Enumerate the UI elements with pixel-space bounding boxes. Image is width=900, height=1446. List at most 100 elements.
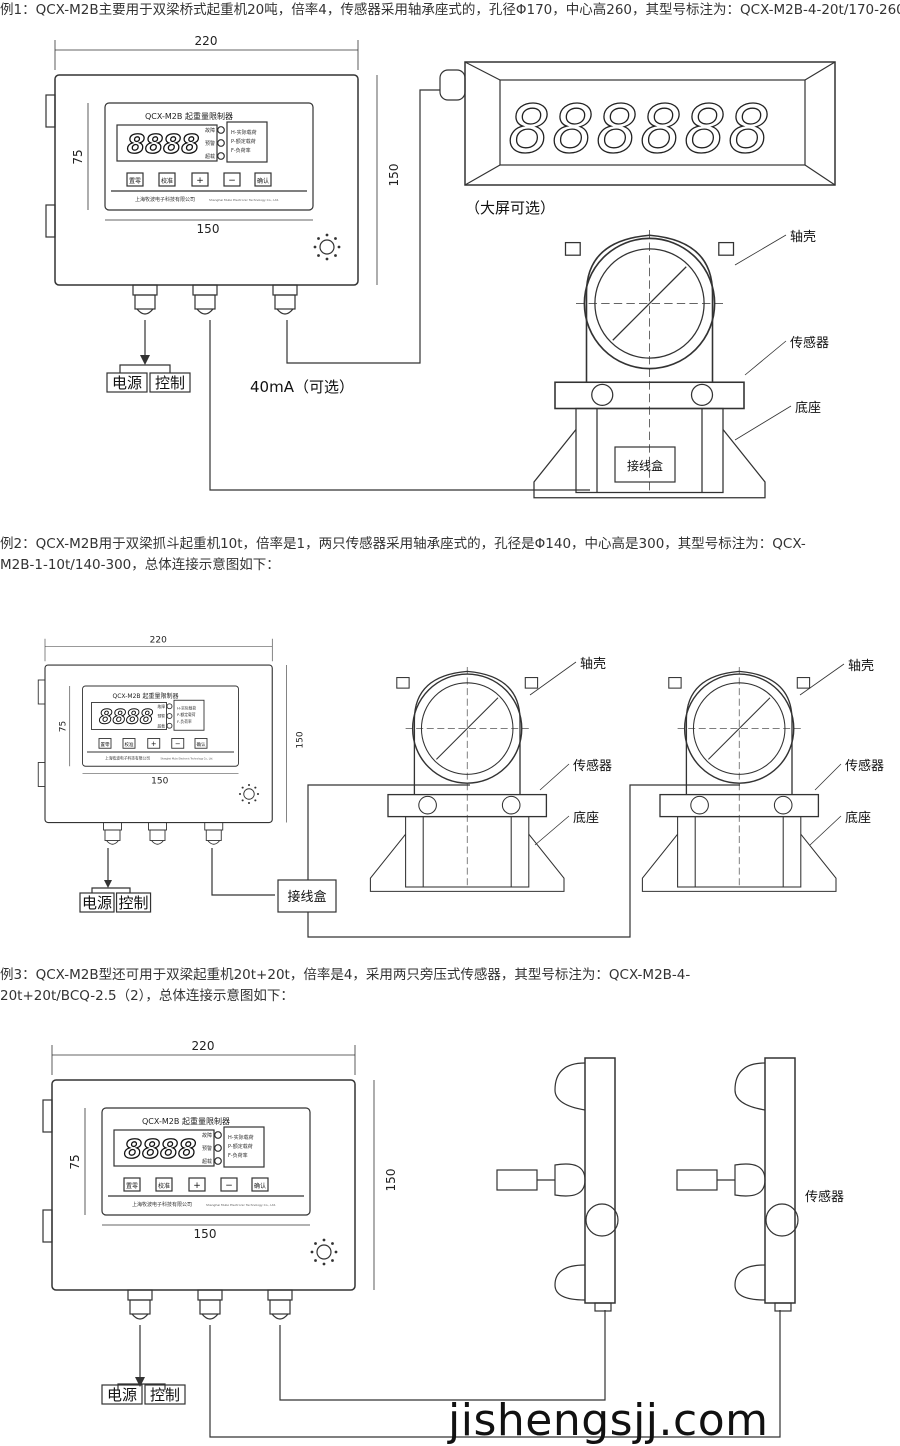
led-indicator: [217, 139, 225, 147]
cable-gland-end: [136, 308, 154, 315]
sensor-pin: [585, 1203, 619, 1237]
panel-button-label: 置零: [101, 742, 110, 748]
panel-outline: [82, 685, 239, 767]
sensor-pin: [690, 795, 709, 815]
sensor-hook: [554, 1062, 586, 1111]
panel-button-4[interactable]: [254, 172, 272, 187]
base-stand: [405, 816, 530, 888]
sensor-body: [764, 1057, 796, 1304]
sensor-pin: [690, 383, 714, 406]
buzzer-dot: [317, 254, 320, 257]
base-label: 底座: [573, 810, 599, 826]
power-label: 电源: [82, 894, 112, 912]
product-name: 起重量限制器: [143, 692, 179, 700]
led-label: 预警: [205, 140, 215, 147]
panel-button-2[interactable]: [191, 172, 209, 187]
bolt-head: [564, 241, 581, 256]
sensor-label: 传感器: [790, 335, 829, 351]
panel-button-2[interactable]: [188, 1177, 206, 1192]
mounting-tab: [37, 762, 46, 787]
buzzer-dot: [314, 1242, 317, 1245]
buzzer-dot: [334, 254, 337, 257]
panel-button-0[interactable]: [126, 172, 144, 187]
dim-panel-height: 75: [58, 721, 68, 732]
signal-wire: [307, 784, 470, 880]
leader-line: [799, 663, 845, 696]
dim-height: 150: [387, 164, 401, 187]
frame-bevel: [464, 61, 836, 186]
base-feet: [533, 429, 766, 499]
sensor-body: [584, 1057, 616, 1304]
bolt-head: [718, 241, 735, 256]
signal-wire: [286, 89, 440, 364]
cable-gland-nut: [199, 1299, 221, 1315]
current-option: 40mA（可选）: [250, 378, 354, 396]
company-en: Shanghai Mubo Electronic Technology Co.,…: [206, 1203, 276, 1207]
led-label: 预警: [202, 1145, 212, 1152]
bolt-head: [796, 677, 811, 689]
cable-gland-nut: [129, 1299, 151, 1315]
panel-button-3[interactable]: [223, 172, 241, 187]
panel-button-0[interactable]: [123, 1177, 141, 1192]
buzzer-dot: [247, 801, 251, 805]
buzzer-dot: [331, 1259, 334, 1262]
arrow-icon: [140, 355, 150, 365]
panel-button-1[interactable]: [122, 738, 136, 749]
buzzer-dot: [313, 245, 317, 249]
cable-gland-nut: [269, 1299, 291, 1315]
pressure-bolt: [676, 1169, 718, 1191]
sensor-pin: [501, 795, 521, 815]
panel-button-1[interactable]: [155, 1177, 173, 1192]
led-indicator: [166, 722, 173, 729]
panel-button-4[interactable]: [194, 738, 208, 749]
company-en: Shanghai Mubo Electronic Technology Co.,…: [161, 758, 214, 761]
digital-display: [116, 124, 218, 162]
panel-button-0[interactable]: [98, 738, 112, 749]
digital-display: [113, 1129, 215, 1167]
buzzer-dot: [334, 1250, 338, 1254]
panel-button-4[interactable]: [251, 1177, 269, 1192]
legend-box: [226, 121, 268, 163]
pressure-head: [537, 1163, 586, 1197]
panel-button-1[interactable]: [158, 172, 176, 187]
leader-line: [809, 815, 842, 846]
side-pressure-sensor: [676, 1057, 799, 1312]
big-display-caption: （大屏可选）: [465, 199, 555, 217]
cable-gland-nut: [134, 294, 156, 310]
led-label: 超载: [202, 1158, 212, 1165]
base-feet: [369, 833, 565, 892]
panel-button-3[interactable]: [171, 738, 185, 749]
base-stand: [575, 407, 724, 494]
control-label: 控制: [150, 1386, 180, 1404]
junction-box-label: 接线盒: [627, 458, 663, 473]
shell-label: 轴壳: [790, 230, 816, 245]
side-pressure-sensor: [496, 1057, 619, 1312]
control-box: [149, 372, 191, 393]
cable-gland: [197, 1289, 223, 1301]
shell-label: 轴壳: [848, 659, 874, 674]
company-cn: 上海牧波电子科技有限公司: [132, 1201, 192, 1208]
signal-wire: [209, 1310, 781, 1438]
signal-wire: [119, 364, 171, 373]
dim-panel-width: 150: [194, 1227, 217, 1241]
base-label: 底座: [795, 400, 821, 416]
panel-outline: [104, 102, 314, 211]
panel-button-3[interactable]: [220, 1177, 238, 1192]
led-indicator: [214, 1144, 222, 1152]
buzzer-dot: [241, 799, 244, 802]
example-1-text: 例1：QCX-M2B主要用于双梁桥式起重机20吨，倍率4，传感器采用轴承座式的，…: [0, 2, 900, 18]
model-label: QCX-M2B: [113, 693, 141, 700]
shell-label: 轴壳: [580, 657, 606, 672]
panel-button-label: 校准: [161, 177, 173, 185]
led-label: 预警: [158, 714, 166, 719]
buzzer-dot: [314, 1259, 317, 1262]
panel-button-label: 置零: [129, 178, 141, 185]
power-label: 电源: [107, 1386, 137, 1404]
junction-box-label: 接线盒: [287, 889, 326, 905]
panel-button-2[interactable]: [147, 738, 161, 749]
signal-wire: [209, 320, 590, 491]
led-label: 故障: [202, 1132, 212, 1139]
